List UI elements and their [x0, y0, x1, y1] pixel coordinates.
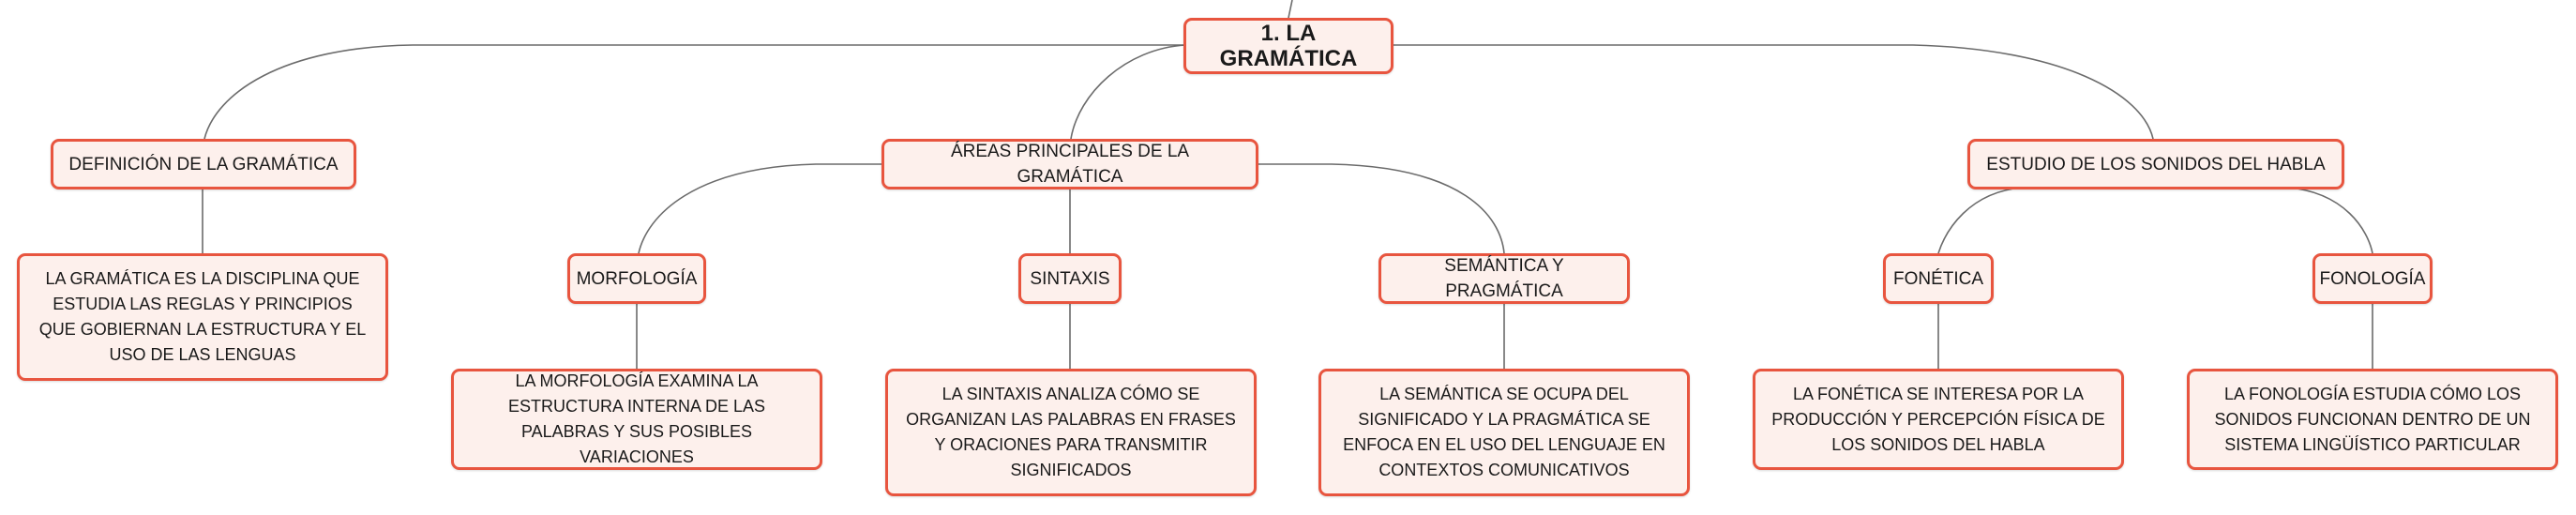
morfologia-description[interactable]: LA MORFOLOGÍA EXAMINA LA ESTRUCTURA INTE… [451, 369, 822, 470]
sintaxis-description[interactable]: LA SINTAXIS ANALIZA CÓMO SE ORGANIZAN LA… [885, 369, 1257, 496]
branch-definicion-label: DEFINICIÓN DE LA GRAMÁTICA [68, 154, 339, 174]
branch-estudio-label: ESTUDIO DE LOS SONIDOS DEL HABLA [1986, 154, 2326, 174]
node-fonetica-label: FONÉTICA [1892, 268, 1984, 289]
semantica-description[interactable]: LA SEMÁNTICA SE OCUPA DEL SIGNIFICADO Y … [1318, 369, 1690, 496]
node-semantica-label: SEMÁNTICA Y PRAGMÁTICA [1444, 256, 1564, 301]
node-fonetica[interactable]: FONÉTICA [1883, 253, 1994, 304]
definicion-description[interactable]: LA GRAMÁTICA ES LA DISCIPLINA QUE ESTUDI… [17, 253, 388, 381]
connector-areas-semantica [1257, 163, 1505, 254]
branch-definicion[interactable]: DEFINICIÓN DE LA GRAMÁTICA [51, 139, 356, 189]
morfologia-description-text: LA MORFOLOGÍA EXAMINA LA ESTRUCTURA INTE… [507, 371, 766, 466]
semantica-description-text: LA SEMÁNTICA SE OCUPA DEL SIGNIFICADO Y … [1343, 385, 1665, 479]
node-fonologia[interactable]: FONOLOGÍA [2312, 253, 2433, 304]
connector-root-areas [1070, 44, 1186, 140]
node-morfologia-label: MORFOLOGÍA [576, 268, 698, 289]
node-semantica[interactable]: SEMÁNTICA Y PRAGMÁTICA [1378, 253, 1630, 304]
sintaxis-description-text: LA SINTAXIS ANALIZA CÓMO SE ORGANIZAN LA… [906, 385, 1236, 479]
branch-areas[interactable]: ÁREAS PRINCIPALES DE LA GRAMÁTICA [881, 139, 1258, 189]
root-node[interactable]: 1. LA GRAMÁTICA [1183, 18, 1393, 74]
fonologia-description-text: LA FONOLOGÍA ESTUDIA CÓMO LOS SONIDOS FU… [2214, 384, 2531, 454]
connector-estudio-fonologia [2287, 187, 2373, 254]
connector-root-estudio [1392, 44, 2154, 140]
fonetica-description-text: LA FONÉTICA SE INTERESA POR LA PRODUCCIÓ… [1771, 384, 2105, 454]
node-fonologia-label: FONOLOGÍA [2319, 268, 2426, 289]
root-label: 1. LA GRAMÁTICA [1219, 21, 1358, 71]
definicion-description-text: LA GRAMÁTICA ES LA DISCIPLINA QUE ESTUDI… [38, 269, 367, 364]
node-sintaxis[interactable]: SINTAXIS [1018, 253, 1122, 304]
connector-root-parent [1288, 0, 1293, 19]
fonologia-description[interactable]: LA FONOLOGÍA ESTUDIA CÓMO LOS SONIDOS FU… [2187, 369, 2558, 470]
fonetica-description[interactable]: LA FONÉTICA SE INTERESA POR LA PRODUCCIÓ… [1753, 369, 2124, 470]
connector-estudio-fonetica [1937, 187, 2023, 254]
node-sintaxis-label: SINTAXIS [1030, 268, 1110, 289]
connector-root-definicion [203, 44, 1185, 140]
branch-estudio[interactable]: ESTUDIO DE LOS SONIDOS DEL HABLA [1967, 139, 2344, 189]
node-morfologia[interactable]: MORFOLOGÍA [567, 253, 706, 304]
connector-areas-morfologia [638, 163, 883, 254]
branch-areas-label: ÁREAS PRINCIPALES DE LA GRAMÁTICA [950, 142, 1190, 187]
